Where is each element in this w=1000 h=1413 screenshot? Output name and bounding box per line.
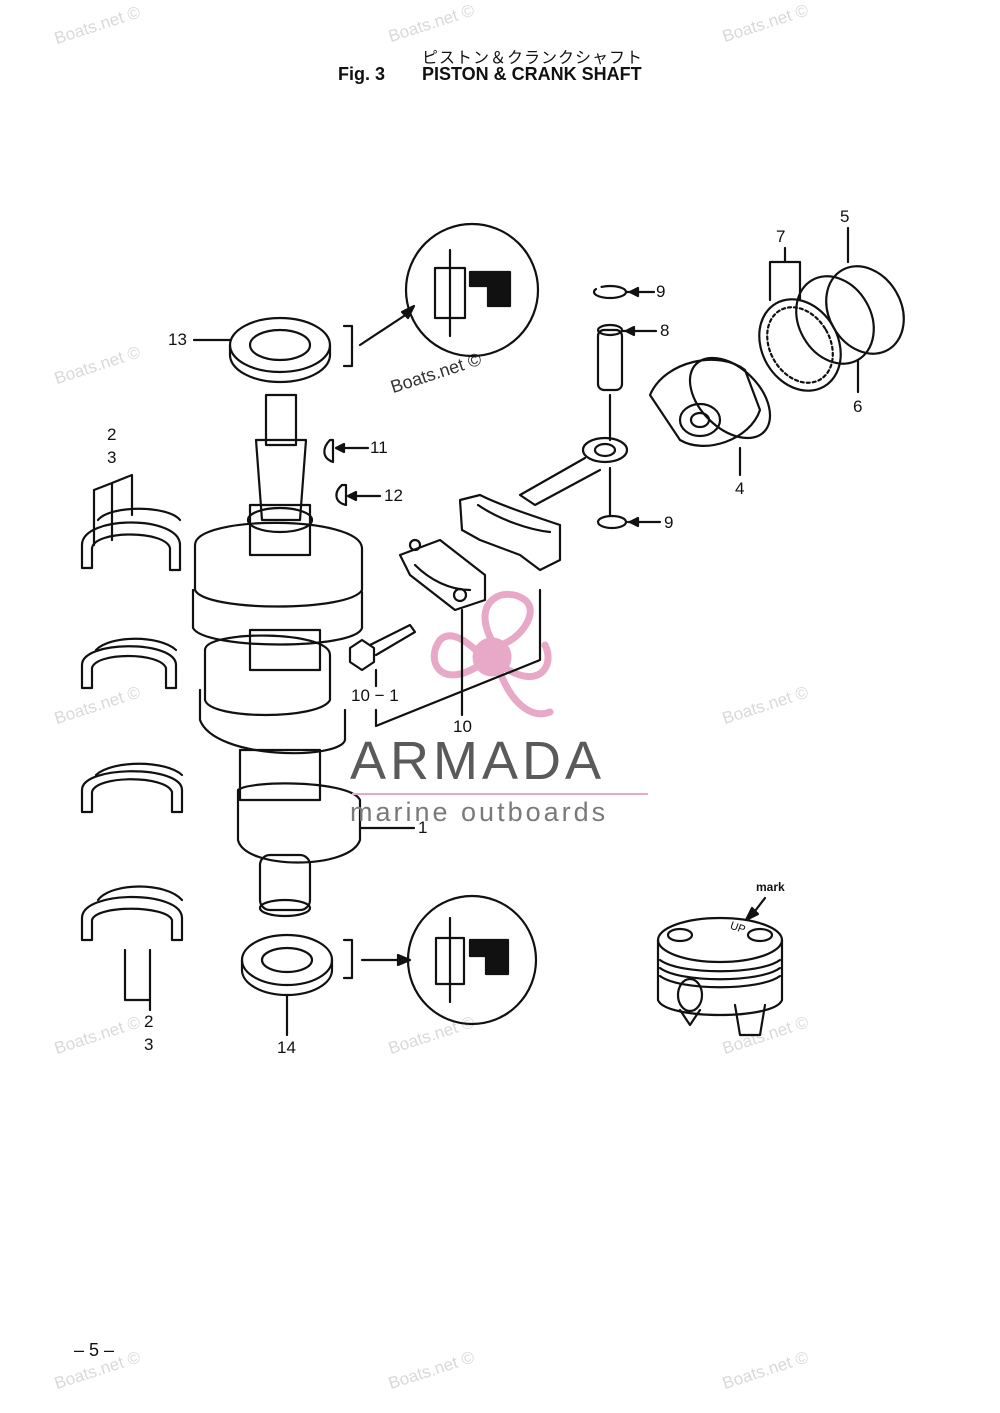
main-bearing-3 (80, 762, 184, 814)
piston-ring-5 (825, 265, 905, 355)
callout-10-1: 10 − 1 (351, 686, 399, 705)
piston-pin (596, 323, 624, 392)
armada-propeller-logo (430, 590, 554, 718)
oil-seal-bottom (240, 933, 334, 997)
mark-label: mark (756, 880, 785, 894)
callout-9-bottom: 9 (664, 513, 674, 532)
crankshaft (191, 393, 364, 918)
main-bearing-2 (80, 637, 178, 690)
callout-13: 13 (168, 330, 187, 349)
conrod-cap (398, 538, 487, 612)
callout-9-top: 9 (656, 282, 666, 301)
woodruff-key-12 (335, 483, 348, 507)
brand-tagline: marine outboards (350, 797, 609, 827)
piston (648, 356, 772, 447)
seal-detail-top (404, 222, 540, 358)
callout-10: 10 (453, 717, 472, 736)
page-number: – 5 – (74, 1340, 115, 1360)
circlip-top (592, 284, 628, 300)
conrod-bolt (348, 623, 417, 672)
callout-5: 5 (840, 207, 850, 226)
callout-4: 4 (735, 479, 745, 498)
connecting-rod (458, 436, 629, 572)
callout-1: 1 (418, 818, 428, 837)
piston-ring-6 (795, 275, 875, 365)
callout-11: 11 (370, 438, 388, 457)
callout-14: 14 (277, 1038, 296, 1057)
seal-detail-bottom (406, 894, 538, 1026)
callout-3-bottom: 3 (144, 1035, 154, 1054)
main-bearing-1 (80, 507, 182, 572)
main-bearing-4 (80, 885, 184, 942)
callout-8: 8 (660, 321, 670, 340)
circlip-bottom (596, 514, 628, 530)
oil-seal-top (228, 316, 332, 384)
callout-12: 12 (384, 486, 403, 505)
figure-number: Fig. 3 (338, 64, 386, 84)
title-japanese: ピストン＆クランクシャフト (422, 48, 644, 67)
callout-2-bottom: 2 (144, 1012, 154, 1031)
callout-3-top: 3 (107, 448, 117, 467)
piston-mark-detail (656, 916, 784, 1037)
brand-divider (352, 793, 648, 795)
brand-logo-text: ARMADA (350, 731, 606, 791)
callout-7: 7 (776, 227, 786, 246)
callout-6: 6 (853, 397, 863, 416)
page-title: PISTON & CRANK SHAFT (422, 64, 642, 84)
callout-2-top: 2 (107, 425, 117, 444)
woodruff-key-11 (323, 438, 335, 464)
